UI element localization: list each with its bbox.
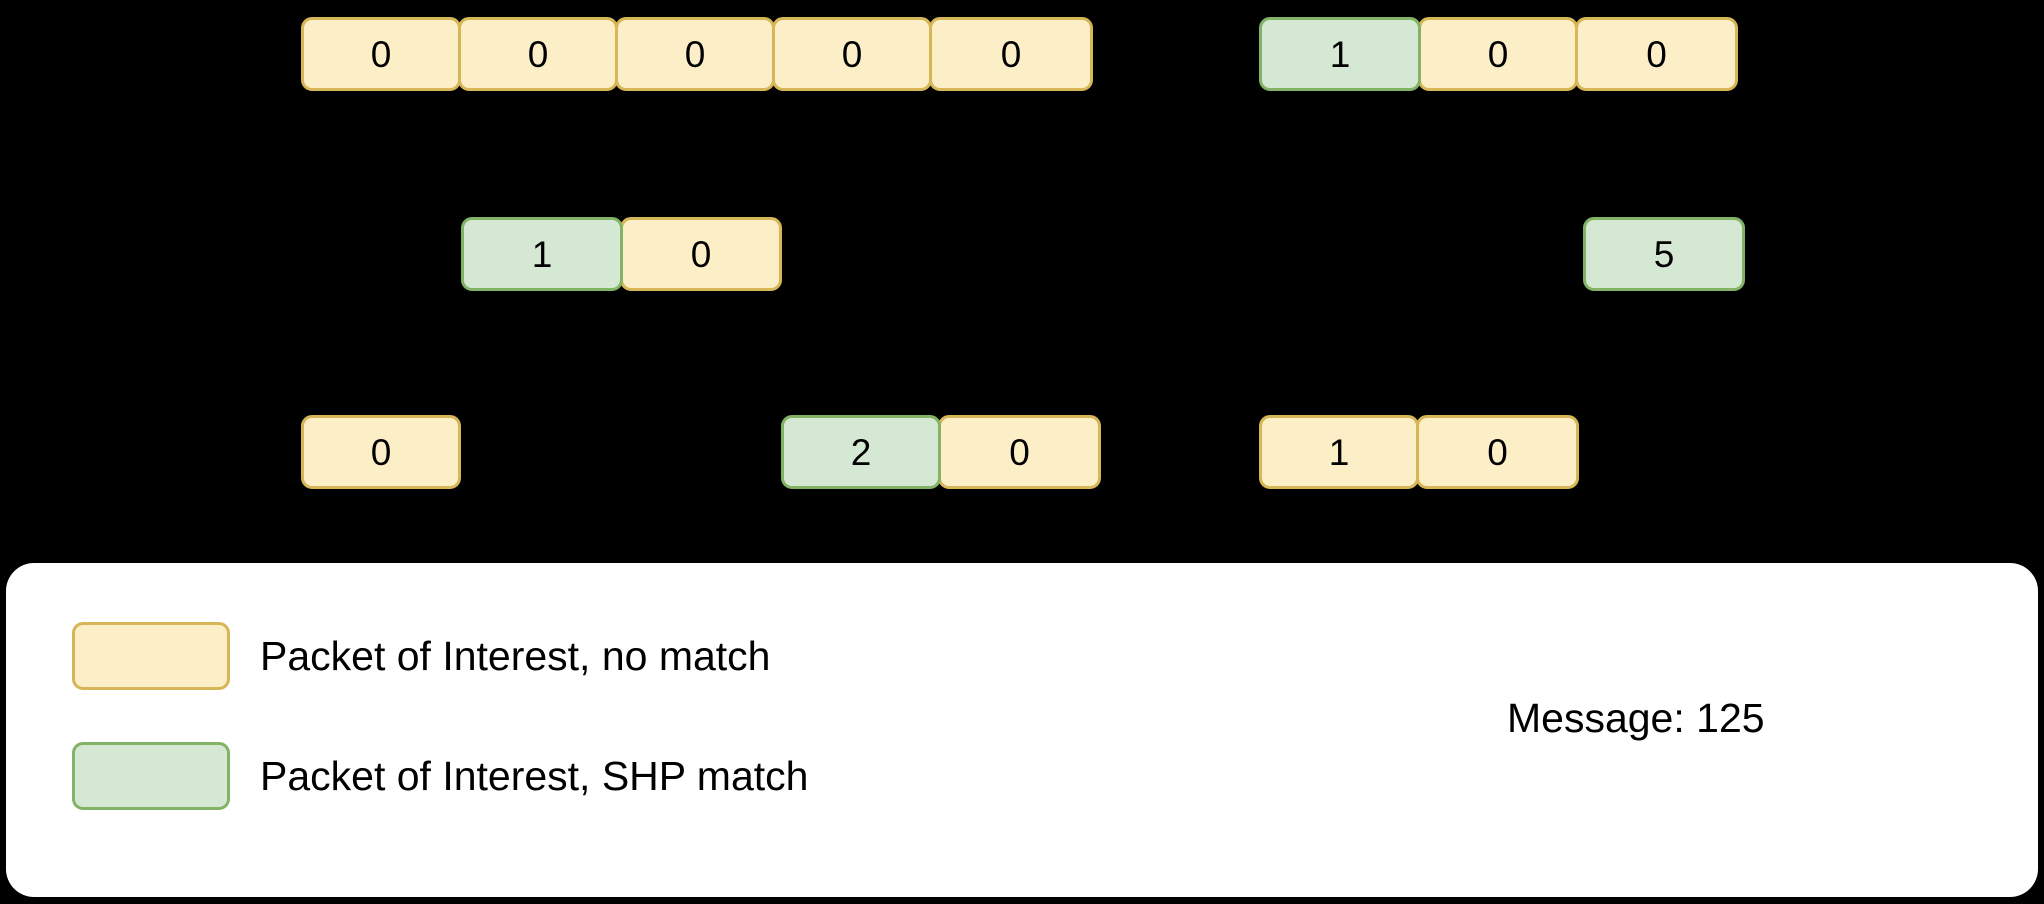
packet-cell[interactable]: 5 <box>1583 217 1745 291</box>
packet-cell[interactable]: 1 <box>1259 17 1421 91</box>
legend-entry-match: Packet of Interest, SHP match <box>72 742 808 810</box>
message-label: Message: 125 <box>1507 695 1765 741</box>
legend-label: Packet of Interest, no match <box>260 632 771 679</box>
row-3-group-1: 0 <box>301 415 461 489</box>
packet-cell[interactable]: 0 <box>458 17 618 91</box>
legend-label: Packet of Interest, SHP match <box>260 752 809 799</box>
packet-cell[interactable]: 0 <box>301 17 461 91</box>
packet-cell[interactable]: 0 <box>1575 17 1738 91</box>
packet-cell[interactable]: 0 <box>301 415 461 489</box>
legend-panel <box>6 563 2038 897</box>
packet-cell[interactable]: 1 <box>461 217 623 291</box>
legend-entry-nomatch: Packet of Interest, no match <box>72 622 770 690</box>
legend-swatch-nomatch <box>72 622 230 690</box>
packet-cell[interactable]: 1 <box>1259 415 1419 489</box>
packet-cell[interactable]: 0 <box>620 217 782 291</box>
packet-cell[interactable]: 0 <box>615 17 775 91</box>
packet-cell[interactable]: 0 <box>1416 415 1579 489</box>
packet-cell[interactable]: 0 <box>1418 17 1578 91</box>
packet-cell[interactable]: 0 <box>772 17 932 91</box>
row-2-group-2: 5 <box>1583 217 1745 291</box>
packet-cell[interactable]: 0 <box>929 17 1093 91</box>
packet-cell[interactable]: 0 <box>938 415 1101 489</box>
packet-cell[interactable]: 2 <box>781 415 941 489</box>
legend-swatch-match <box>72 742 230 810</box>
